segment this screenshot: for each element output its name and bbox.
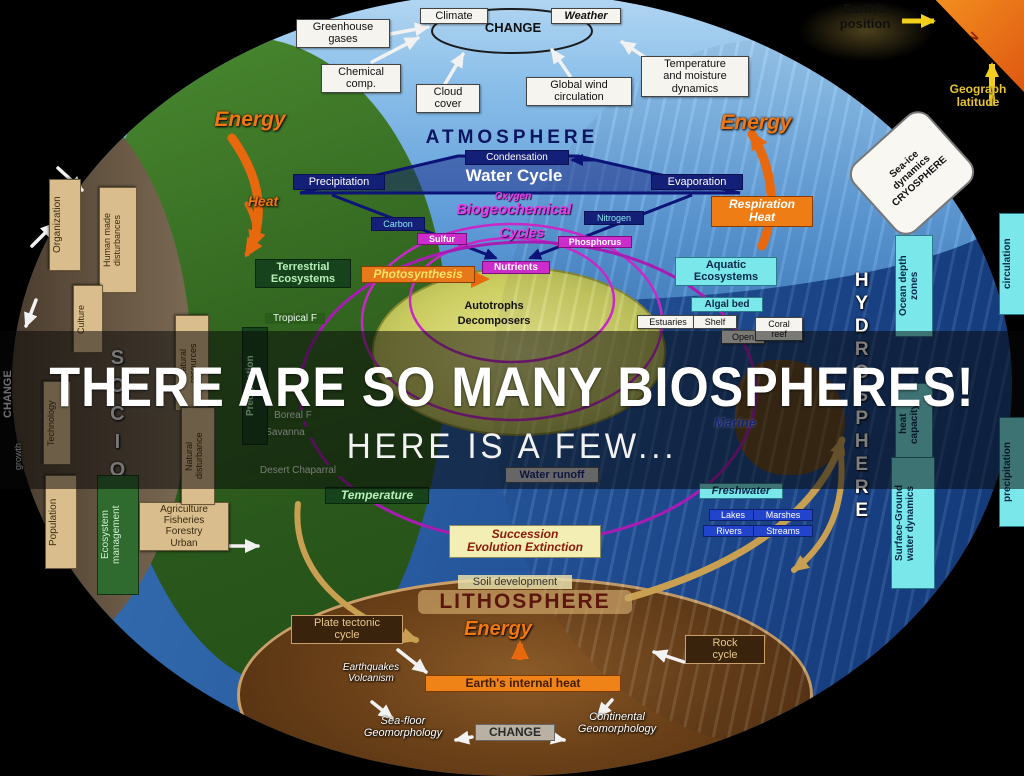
label-agriculture: Agriculture Fisheries Forestry Urban — [139, 502, 229, 551]
title-overlay-band: THERE ARE SO MANY BIOSPHERES! HERE IS A … — [0, 331, 1024, 489]
label-nitrogen: Nitrogen — [584, 211, 644, 226]
label-estuaries: Estuaries — [637, 315, 699, 330]
label-oxygen: Oxygen — [494, 191, 532, 202]
label-terrestrial-ecosystems: Terrestrial Ecosystems — [255, 259, 351, 288]
label-earthquakes-volcanism: Earthquakes Volcanism — [342, 662, 400, 685]
label-lakes: Lakes — [709, 509, 757, 522]
label-plate-tectonic: Plate tectonic cycle — [291, 615, 403, 644]
label-carbon: Carbon — [371, 217, 425, 232]
label-decomposers: Decomposers — [457, 315, 531, 327]
label-succession: Succession Evolution Extinction — [449, 525, 601, 558]
label-autotrophs: Autotrophs — [464, 300, 524, 312]
label-continental-geomorphology: Continental Geomorphology — [577, 711, 657, 736]
label-earths-position: Earth's position — [839, 1, 891, 31]
label-sulfur: Sulfur — [417, 233, 467, 246]
label-tropical-forest: Tropical F — [265, 313, 325, 325]
label-earths-internal-heat: Earth's internal heat — [425, 675, 621, 693]
label-lithosphere-title: LITHOSPHERE — [418, 590, 632, 614]
label-change-top: CHANGE — [484, 20, 542, 35]
label-global-wind: Global wind circulation — [526, 77, 632, 106]
label-evaporation: Evaporation — [651, 174, 743, 191]
corner-glow — [798, 0, 934, 62]
label-human-disturbances: Human made disturbances — [99, 187, 137, 293]
label-streams: Streams — [753, 525, 813, 538]
label-circulation-edge: circulation — [999, 213, 1024, 315]
label-nutrients: Nutrients — [482, 261, 550, 275]
label-marshes: Marshes — [753, 509, 813, 522]
label-weather: Weather — [551, 8, 621, 25]
slide-subtitle: HERE IS A FEW... — [346, 426, 678, 466]
label-geographic-latitude: Geograph latitude — [949, 82, 1007, 110]
label-shelf: Shelf — [693, 315, 737, 330]
label-rivers: Rivers — [703, 525, 755, 538]
label-cycles: Cycles — [499, 224, 545, 240]
label-energy-left: Energy — [214, 108, 286, 131]
label-biogeochemical: Biogeochemical — [456, 201, 572, 218]
label-chemical-comp: Chemical comp. — [321, 64, 401, 93]
label-condensation: Condensation — [465, 150, 569, 166]
label-heat: Heat — [247, 193, 279, 209]
label-aquatic-ecosystems: Aquatic Ecosystems — [675, 257, 777, 286]
label-organization: Organization — [49, 179, 81, 271]
label-energy-right: Energy — [720, 111, 792, 134]
label-seafloor-geomorphology: Sea-floor Geomorphology — [363, 715, 443, 740]
label-photosynthesis: Photosynthesis — [361, 266, 475, 284]
label-respiration-heat: Respiration Heat — [711, 196, 813, 227]
label-energy-bottom: Energy — [464, 618, 532, 640]
label-soil-development: Soil development — [458, 575, 572, 590]
label-water-cycle: Water Cycle — [465, 166, 563, 185]
label-population: Population — [45, 475, 77, 569]
label-temp-moisture: Temperature and moisture dynamics — [641, 56, 749, 97]
label-cloud-cover: Cloud cover — [416, 84, 480, 113]
label-algal-bed: Algal bed — [691, 297, 763, 313]
label-ecosystem-management: Ecosystem management — [97, 475, 139, 595]
label-atmosphere-title: ATMOSPHERE — [425, 127, 599, 148]
label-greenhouse-gases: Greenhouse gases — [296, 19, 390, 48]
label-temperature: Temperature — [325, 487, 429, 505]
label-ocean-depth-zones: Ocean depth zones — [895, 235, 933, 337]
label-change-bottom: CHANGE — [475, 724, 555, 742]
slide-title: THERE ARE SO MANY BIOSPHERES! — [49, 354, 975, 418]
label-precipitation-left: Precipitation — [293, 174, 385, 191]
label-rock-cycle: Rock cycle — [685, 635, 765, 664]
label-phosphorus: Phosphorus — [558, 236, 632, 249]
